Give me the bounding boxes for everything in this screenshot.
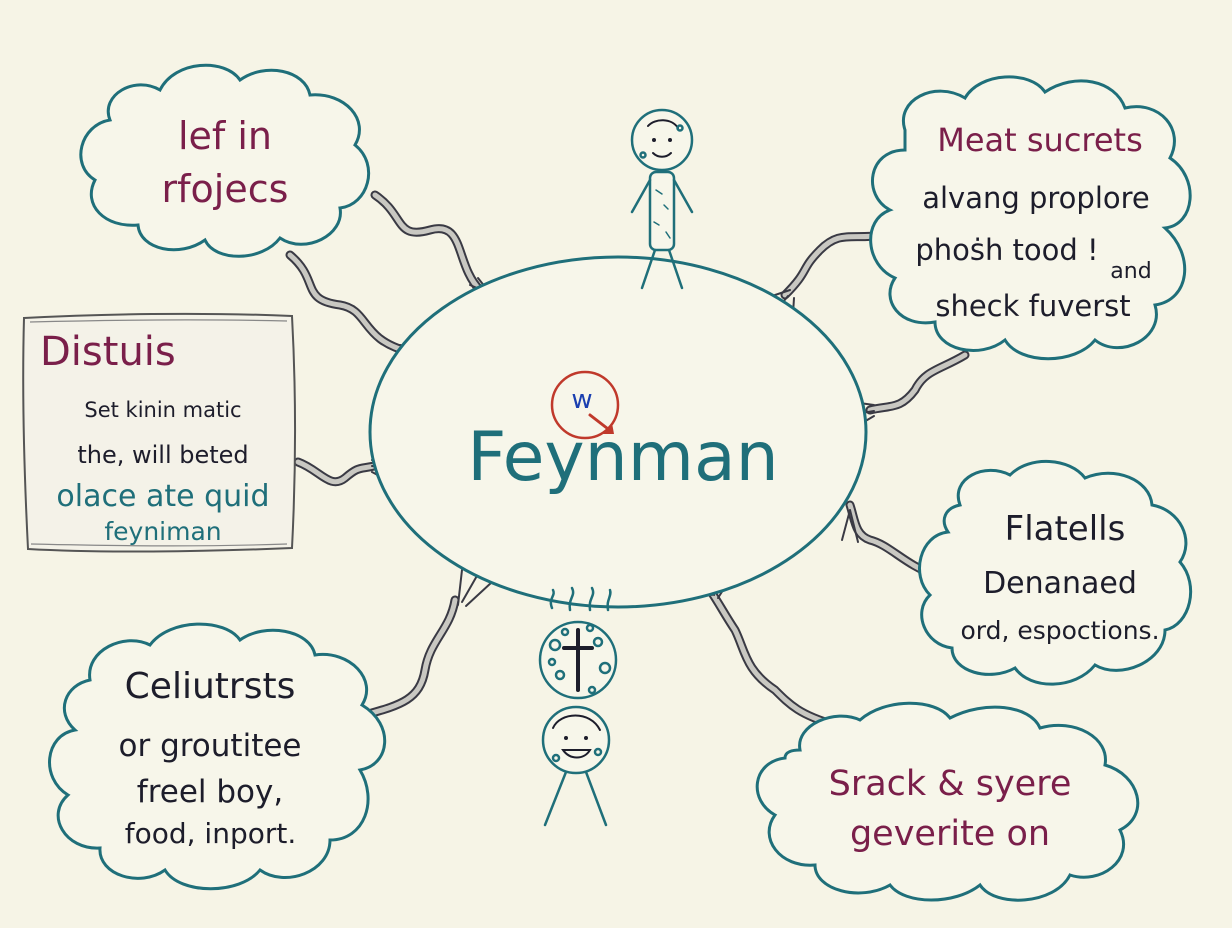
middle-right-line-3: ord, espoctions. (960, 616, 1160, 645)
connector-middle-right (841, 500, 940, 580)
bottom-right-line-2: geverite on (849, 814, 1051, 854)
cloud-middle-right (918, 460, 1193, 686)
center-badge-label: w (571, 385, 593, 415)
bottom-left-line-1: Celiutrsts (124, 666, 296, 707)
middle-left-title: Distuis (40, 329, 176, 375)
stick-figure-two-heads-icon (538, 586, 618, 827)
middle-left-line-1: Set kinin matic (84, 398, 242, 422)
center-title: Feynman (467, 418, 779, 497)
top-right-line-1: alvang proplore (922, 181, 1150, 215)
circle-arrow-icon (550, 370, 620, 440)
top-right-line-3: sheck fuverst (935, 289, 1131, 323)
bottom-left-line-2: or groutitee (118, 728, 302, 764)
cloud-top-right (869, 75, 1192, 361)
top-right-line-2: phoṡh tood ! (915, 233, 1099, 267)
top-left-line-2: rfojecs (161, 167, 289, 211)
cloud-bottom-left (48, 622, 387, 891)
middle-left-line-3: olace ate quid (56, 479, 270, 514)
connector-bottom-left (360, 569, 493, 720)
middle-left-line-2: the, will beted (77, 441, 249, 469)
bottom-right-line-1: Srack & syere (828, 764, 1072, 804)
middle-right-line-1: Flatells (1004, 509, 1126, 549)
bottom-left-line-4: food, inport. (124, 817, 297, 850)
top-right-title: Meat sucrets (937, 121, 1143, 159)
middle-right-line-2: Denanaed (983, 566, 1137, 601)
box-middle-left (22, 312, 296, 553)
cloud-bottom-right (755, 701, 1140, 902)
center-ellipse (368, 255, 868, 609)
middle-left-line-4: feyniman (104, 517, 222, 546)
stick-figure-person-icon (630, 108, 694, 290)
cloud-top-left (79, 63, 371, 258)
bottom-left-line-3: freel boy, (136, 774, 284, 810)
top-left-line-1: lef in (177, 114, 273, 158)
top-right-line-2b: and (1110, 259, 1152, 284)
